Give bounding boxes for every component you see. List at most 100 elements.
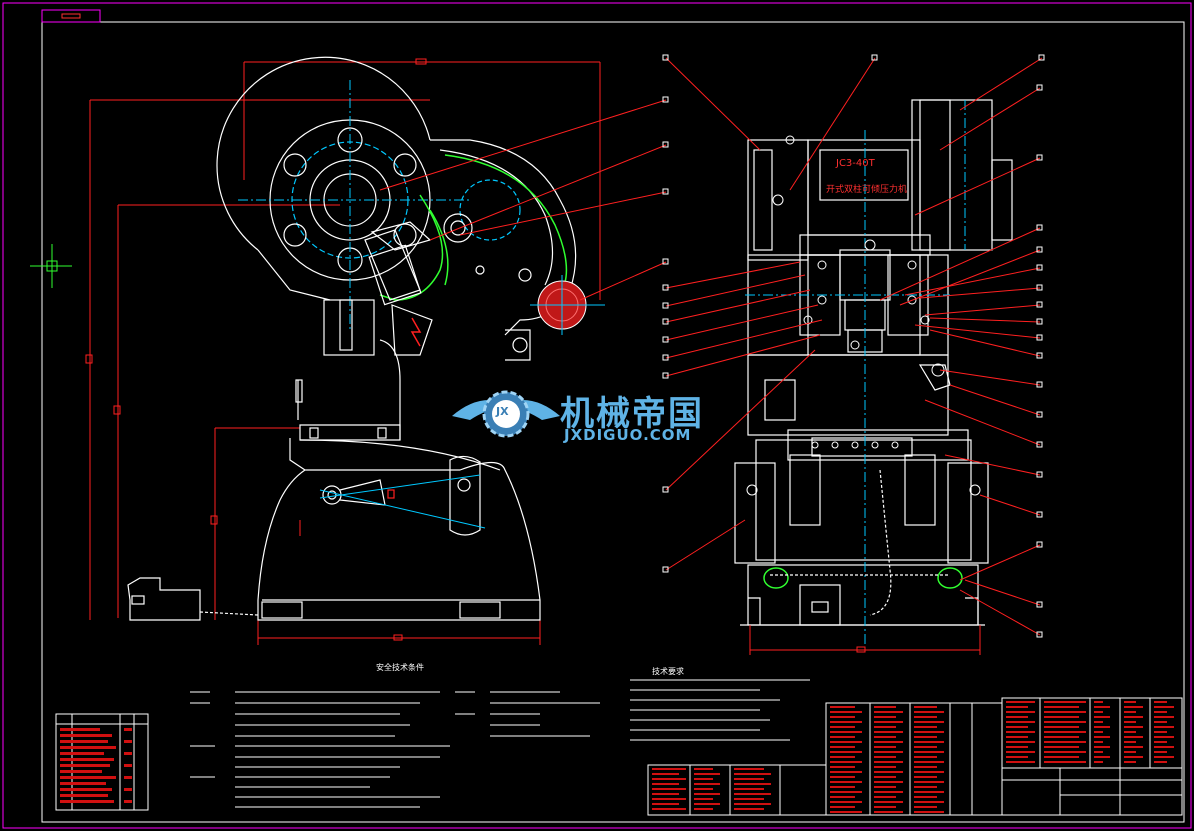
parts-list-text-bar — [1124, 741, 1136, 743]
slide-connecting-rod — [323, 221, 433, 356]
parts-list-text-bar — [914, 721, 944, 723]
parts-list-text-bar — [734, 798, 764, 800]
parts-list-text-bar — [1154, 721, 1167, 723]
parts-list-text-bar — [874, 786, 896, 788]
parts-list-text-bar — [830, 781, 862, 783]
parts-list-text-bar — [734, 808, 764, 810]
front-view-flex-line — [770, 469, 950, 616]
parts-list-text-bar — [874, 761, 903, 763]
parts-list-text-bar — [1006, 701, 1035, 703]
parts-list-text-bar — [874, 796, 896, 798]
parts-list-text-bar — [1094, 701, 1103, 703]
parts-list-text-bar — [1044, 716, 1079, 718]
parts-list-text-bar — [1094, 746, 1110, 748]
parts-list-text-bar — [914, 711, 944, 713]
parts-list-text-bar — [830, 776, 855, 778]
parts-list-text-bar — [652, 803, 679, 805]
parts-list-text-bar — [1006, 726, 1028, 728]
parts-list-text-bar — [1124, 711, 1136, 713]
parts-list-text-bar — [1154, 761, 1167, 763]
parts-list-text-bar — [1006, 716, 1028, 718]
parts-list-text-bar — [830, 736, 855, 738]
parts-list-text-bar — [914, 771, 944, 773]
front-view-body — [734, 99, 1013, 626]
parts-list-text-bar — [1154, 726, 1174, 728]
parts-list-text-bar — [830, 756, 855, 758]
parts-list-text-bar — [830, 726, 855, 728]
parts-list-text-bar — [874, 771, 903, 773]
watermark-url: JXDIGUO.COM — [564, 426, 692, 444]
parts-list-text-bar — [734, 768, 764, 770]
parts-list-text-bar — [1006, 736, 1028, 738]
parts-list-text-bar — [652, 808, 686, 810]
parts-list-text-bar — [1124, 756, 1143, 758]
parts-list-text-bar — [652, 773, 679, 775]
parts-list-text-bar — [1124, 761, 1136, 763]
parts-list-text-bar — [1124, 736, 1143, 738]
parts-list-text-bar — [1094, 756, 1110, 758]
parts-list-text-bar — [874, 731, 903, 733]
parts-list-text-bar — [914, 726, 937, 728]
parts-list-text-bar — [1154, 756, 1174, 758]
parts-list-text-bar — [1154, 716, 1174, 718]
front-view-dimensions — [749, 625, 981, 655]
parts-list-text-bar — [1044, 706, 1079, 708]
parts-list-text-bar — [914, 756, 937, 758]
parts-list-text-bar — [830, 761, 862, 763]
parts-list-text-bar — [874, 726, 896, 728]
parts-list-text-bar — [694, 783, 720, 785]
parts-list-text-bar — [1094, 761, 1103, 763]
parts-list-text-bar — [652, 768, 686, 770]
parts-list-text-bar — [874, 776, 896, 778]
watermark: 机械帝国 JXDIGUO.COM — [448, 380, 748, 450]
parts-list-text-bar — [874, 741, 903, 743]
parts-list-text-bar — [734, 788, 764, 790]
parts-list-text-bar — [914, 761, 944, 763]
parts-list-text-bar — [830, 796, 855, 798]
parts-list-text-bar — [652, 793, 679, 795]
motor-pulley — [530, 275, 605, 335]
parts-list-text-bar — [1044, 731, 1086, 733]
parts-list-text-bar — [1154, 746, 1174, 748]
front-view-bolts — [746, 135, 981, 496]
tilt-centerlines — [319, 474, 486, 529]
foot-pedal — [127, 577, 259, 621]
parts-list-text-bar — [914, 801, 944, 803]
parts-list-text-bar — [914, 716, 937, 718]
parts-list-text-bar — [830, 706, 855, 708]
flywheel — [216, 56, 431, 301]
parts-list-text-bar — [830, 766, 855, 768]
parts-list-text-bar — [874, 746, 896, 748]
parts-list-text-bar — [1094, 736, 1110, 738]
nameplate-name: 开式双柱可倾压力机 — [826, 185, 908, 195]
parts-list-text-bar — [830, 806, 855, 808]
parts-list-text-bar — [914, 736, 937, 738]
parts-list-text-bar — [1006, 711, 1035, 713]
parts-list-text-bar — [914, 796, 937, 798]
parts-list-text-bar — [1094, 731, 1103, 733]
parts-list-text-bar — [1154, 736, 1174, 738]
parts-list-text-bar — [874, 736, 896, 738]
parts-list-text-bar — [830, 751, 862, 753]
parts-list-text-bar — [652, 798, 686, 800]
parts-list-text-bar — [914, 751, 944, 753]
parts-list-text-bar — [914, 776, 937, 778]
parts-list-text-bar — [874, 811, 903, 813]
parts-list-text-bar — [874, 756, 896, 758]
parts-list-text-bar — [694, 808, 713, 810]
front-view-hydraulic — [763, 567, 963, 589]
leader-tags — [662, 54, 1045, 638]
parts-list-text-bar — [1124, 716, 1143, 718]
parts-list-text-bar — [830, 731, 862, 733]
tilt-linkage — [322, 455, 481, 536]
parts-list-text-bar — [1006, 741, 1035, 743]
parts-list-text-bar — [874, 801, 903, 803]
parts-list-text-bar — [1124, 701, 1136, 703]
parts-list-text-bar — [1094, 751, 1103, 753]
parts-list-text-bar — [1006, 761, 1035, 763]
parts-list-text-bar — [830, 711, 862, 713]
parts-list-text-bar — [694, 773, 720, 775]
watermark-logo — [452, 390, 560, 438]
parts-list-text-bar — [874, 751, 903, 753]
